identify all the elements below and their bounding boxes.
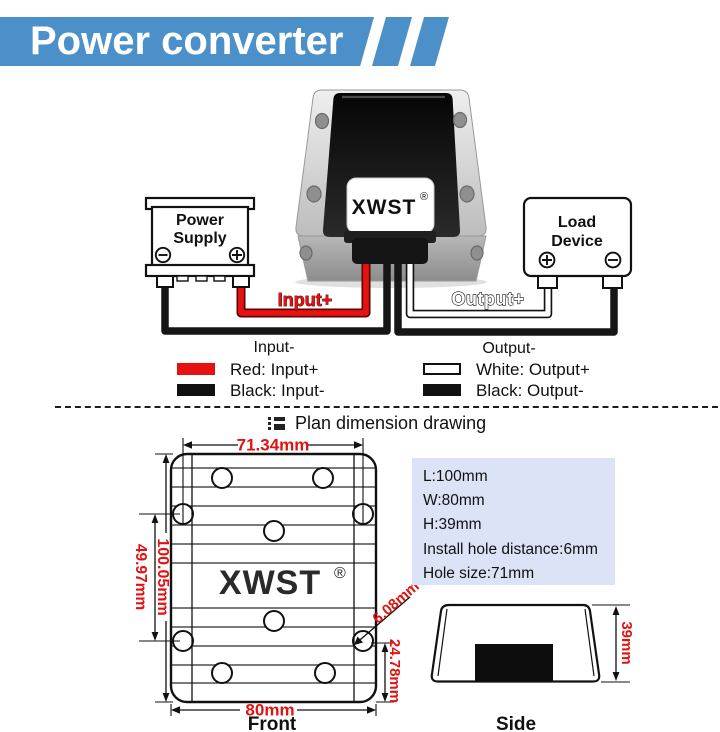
cable-gland (352, 238, 428, 264)
legend-label: Black: Output- (476, 380, 584, 400)
front-caption: Front (248, 714, 297, 732)
screw-hole-icon (314, 112, 330, 130)
side-wall-lines (437, 608, 595, 677)
legend-label: White: Output+ (476, 359, 590, 379)
banner-slash-icon (372, 17, 412, 66)
dim-hole-to-bottom: 24.78mm (386, 639, 403, 703)
power-supply-box: Power Supply (144, 196, 256, 288)
legend-item: Black: Output- (423, 380, 584, 400)
registered-mark: ® (420, 191, 428, 203)
spec-height: H:39mm (423, 516, 482, 534)
plus-terminal-icon (228, 246, 246, 264)
title-banner: Power converter (0, 17, 374, 66)
screw-hole-icon (299, 245, 313, 261)
white-wire-swatch-icon (423, 363, 461, 375)
screw-holes (299, 111, 484, 261)
dim-hole-size: 6.08mm (369, 578, 422, 627)
grid-list-icon (268, 417, 285, 430)
power-supply-label-line1: Power (176, 212, 224, 229)
terminal-tab (232, 275, 250, 288)
terminal-tab (537, 275, 558, 289)
input-plus-wire (238, 258, 369, 316)
legend-item: White: Output+ (423, 359, 590, 379)
output-minus-label: Output- (482, 340, 535, 357)
load-device-label-line1: Load (558, 214, 596, 231)
front-registered-mark: ® (334, 565, 346, 582)
dim-hole-span: 49.97mm (132, 544, 149, 610)
dashed-divider (55, 406, 718, 408)
dim-side-height: 39mm (618, 621, 635, 664)
page-title: Power converter (30, 19, 344, 63)
converter-device-photo: XWST ® (295, 89, 487, 288)
spec-length: L:100mm (423, 468, 488, 485)
dim-top-width: 71.34mm (237, 436, 310, 455)
spec-info-box: L:100mm W:80mm H:39mm Install hole dista… (412, 458, 615, 585)
load-device-label-line2: Device (551, 233, 603, 250)
output-plus-label: Output+ (452, 289, 525, 309)
side-potting-block (475, 644, 553, 682)
terminal-tab (602, 275, 623, 289)
legend-label: Red: Input+ (230, 359, 319, 379)
screw-hole-icon (306, 185, 322, 203)
wiring-diagram: XWST ® Power Supply (144, 89, 633, 357)
red-wire-swatch-icon (177, 363, 215, 375)
legend-label: Black: Input- (230, 380, 325, 400)
plan-heading: Plan dimension drawing (268, 413, 486, 434)
input-plus-label: Input+ (278, 290, 333, 310)
plan-heading-label: Plan dimension drawing (295, 413, 487, 433)
output-minus-wire (394, 258, 618, 336)
black-wire-swatch-icon (177, 384, 215, 396)
legend-item: Red: Input+ (177, 359, 319, 379)
legend-item: Black: Input- (177, 380, 325, 400)
side-caption: Side (496, 714, 536, 732)
dim-height: 100.05mm (154, 538, 171, 615)
minus-terminal-icon (154, 246, 172, 264)
banner-slash-icon (410, 17, 449, 66)
power-supply-label-line2: Supply (173, 230, 226, 247)
side-view: 39mm Side (430, 603, 635, 732)
front-brand-label: XWST (219, 564, 321, 602)
screw-hole-icon (470, 245, 484, 261)
wires (161, 258, 618, 336)
terminal-tab (156, 275, 174, 288)
dim-bottom-width: 80mm (245, 701, 294, 720)
load-device-box: Load Device (522, 196, 633, 289)
spec-hole-size: Hole size:71mm (423, 564, 535, 582)
minus-terminal-icon (604, 251, 622, 269)
flange-fold-lines (191, 455, 355, 701)
spec-width: W:80mm (423, 492, 485, 510)
input-minus-wire (161, 258, 391, 335)
plus-terminal-icon (538, 251, 556, 269)
black-wire-swatch-icon (423, 384, 461, 396)
spec-install-hole-distance: Install hole distance:6mm (423, 540, 598, 558)
brand-label: XWST (352, 196, 417, 219)
screw-hole-icon (452, 111, 468, 129)
screw-hole-icon (459, 185, 475, 203)
output-plus-wire (407, 258, 551, 317)
front-view: XWST ® 71.34mm 100.05mm 49.97mm (132, 436, 423, 732)
dimension-drawing: XWST ® 71.34mm 100.05mm 49.97mm (132, 436, 635, 732)
input-minus-label: Input- (254, 339, 295, 356)
